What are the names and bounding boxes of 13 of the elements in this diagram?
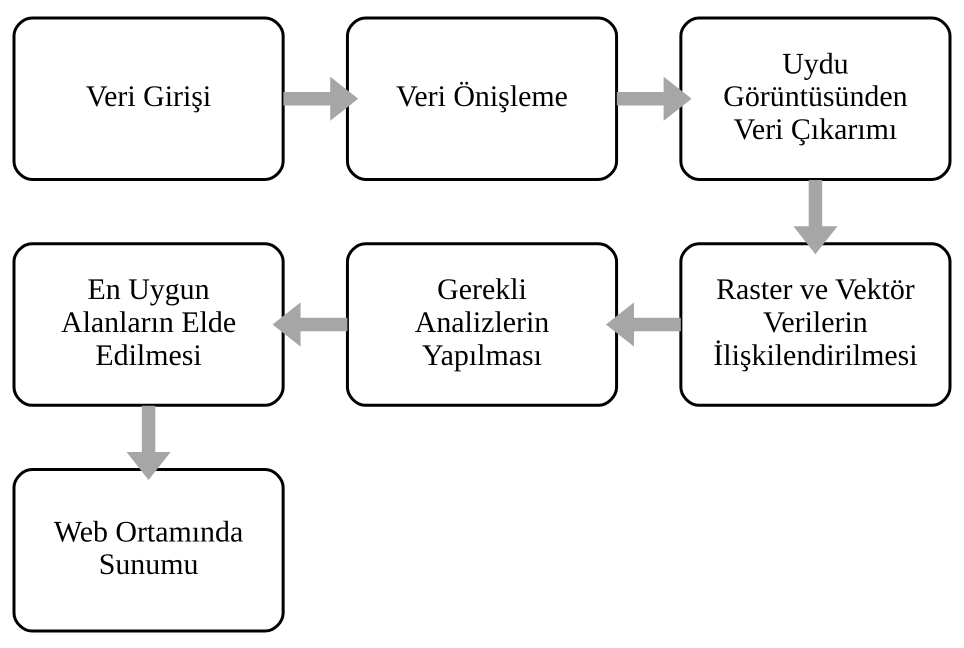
- arrow: [616, 76, 692, 120]
- node-box: En Uygun Alanların Elde Edilmesi: [12, 242, 285, 406]
- node-box: Veri Önişleme: [346, 16, 618, 180]
- node-box: Web Ortamında Sunumu: [12, 468, 285, 632]
- arrow: [793, 180, 838, 254]
- node-box: Veri Girişi: [12, 16, 285, 180]
- node-box: Gerekli Analizlerin Yapılması: [346, 242, 618, 406]
- arrow: [283, 76, 358, 120]
- arrow: [606, 302, 681, 346]
- arrow: [272, 302, 348, 346]
- arrow: [126, 405, 171, 480]
- node-box: Uydu Görüntüsünden Veri Çıkarımı: [679, 16, 952, 180]
- node-box: Raster ve Vektör Verilerin İlişkilendirilmesi: [679, 242, 952, 406]
